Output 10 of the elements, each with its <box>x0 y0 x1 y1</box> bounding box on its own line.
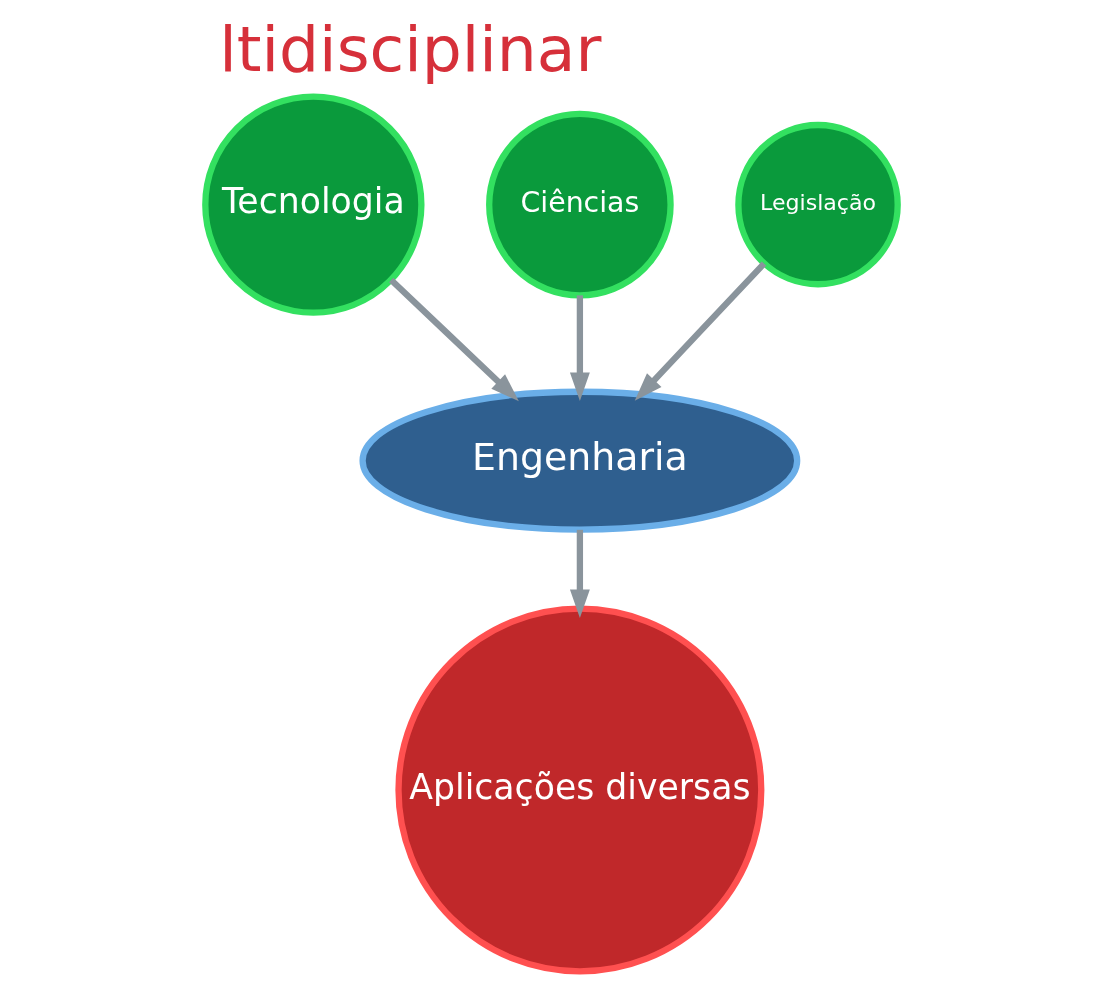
arrow <box>389 277 519 402</box>
diagram-title: ltidisciplinar <box>219 12 602 87</box>
node-circle: Aplicações diversas <box>395 605 765 975</box>
node-ellipse: Engenharia <box>359 388 801 533</box>
arrow <box>569 295 590 401</box>
node-circle: Tecnologia <box>202 93 425 316</box>
node-circle: Legislação <box>735 121 901 288</box>
node-circle: Ciências <box>486 110 674 299</box>
arrow <box>634 261 767 401</box>
arrow <box>569 529 590 619</box>
